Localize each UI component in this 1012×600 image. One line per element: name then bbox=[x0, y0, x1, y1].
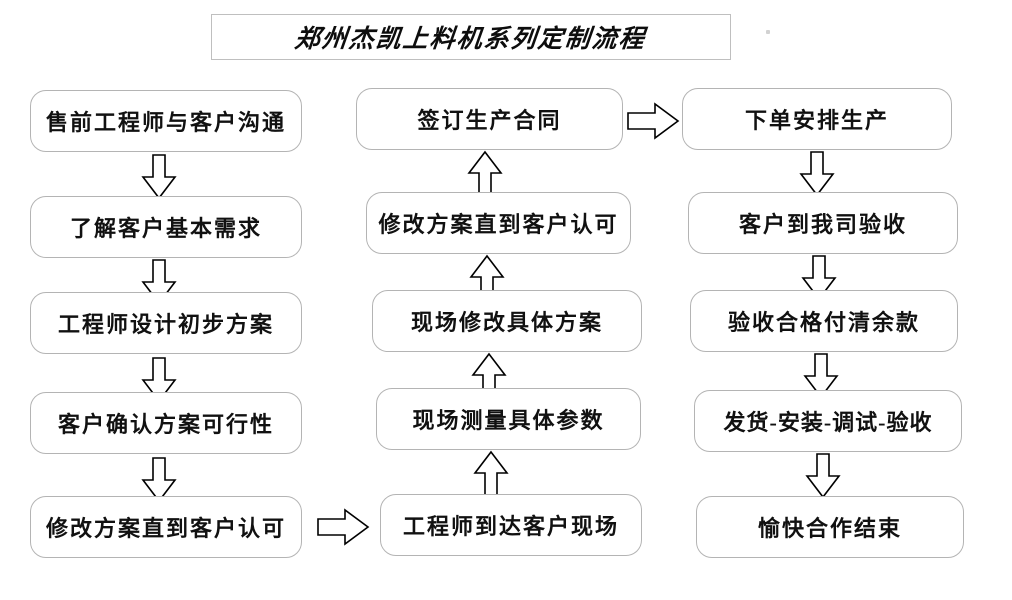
node-label: 现场测量具体参数 bbox=[412, 408, 605, 433]
node-label: 工程师到达客户现场 bbox=[402, 514, 619, 539]
node-label: 验收合格付清余款 bbox=[727, 310, 920, 335]
arrow-col2-to-col3 bbox=[627, 102, 680, 140]
node-label: 签订生产合同 bbox=[417, 108, 562, 133]
arrow-col1-step3-to-step4 bbox=[141, 357, 177, 403]
node-label: 工程师设计初步方案 bbox=[57, 312, 274, 337]
node-col3-step4[interactable]: 发货-安装-调试-验收 bbox=[694, 390, 962, 452]
arrow-col1-step1-to-step2 bbox=[141, 154, 177, 200]
node-col2-step4[interactable]: 现场测量具体参数 bbox=[376, 388, 641, 450]
node-col3-step2[interactable]: 客户到我司验收 bbox=[688, 192, 958, 254]
arrow-col1-step4-to-step5 bbox=[141, 457, 177, 503]
chart-title-box: 郑州杰凯上料机系列定制流程 bbox=[211, 14, 731, 60]
node-label: 现场修改具体方案 bbox=[410, 310, 603, 335]
node-col3-step1[interactable]: 下单安排生产 bbox=[682, 88, 952, 150]
node-col2-step3[interactable]: 现场修改具体方案 bbox=[372, 290, 642, 352]
node-label: 客户确认方案可行性 bbox=[57, 412, 274, 437]
arrow-col2-step5-to-step4 bbox=[473, 450, 509, 496]
node-label: 愉快合作结束 bbox=[757, 516, 902, 541]
node-col3-step5[interactable]: 愉快合作结束 bbox=[696, 496, 964, 558]
node-label: 了解客户基本需求 bbox=[69, 216, 262, 241]
node-label: 售前工程师与客户沟通 bbox=[45, 110, 286, 135]
arrow-col1-to-col2 bbox=[317, 508, 370, 546]
arrow-col3-step4-to-step5 bbox=[805, 453, 841, 499]
stray-speck-artifact bbox=[766, 30, 770, 34]
chart-title: 郑州杰凯上料机系列定制流程 bbox=[293, 26, 648, 53]
arrow-col3-step2-to-step3 bbox=[801, 255, 837, 301]
node-col1-step5[interactable]: 修改方案直到客户认可 bbox=[30, 496, 302, 558]
node-col1-step1[interactable]: 售前工程师与客户沟通 bbox=[30, 90, 302, 152]
arrow-col2-step2-to-step1 bbox=[467, 150, 503, 196]
node-label: 客户到我司验收 bbox=[738, 212, 907, 237]
node-col2-step1[interactable]: 签订生产合同 bbox=[356, 88, 623, 150]
node-col1-step3[interactable]: 工程师设计初步方案 bbox=[30, 292, 302, 354]
arrow-col3-step3-to-step4 bbox=[803, 353, 839, 399]
node-label: 修改方案直到客户认可 bbox=[45, 516, 286, 541]
node-col2-step2[interactable]: 修改方案直到客户认可 bbox=[366, 192, 631, 254]
node-col1-step4[interactable]: 客户确认方案可行性 bbox=[30, 392, 302, 454]
node-col1-step2[interactable]: 了解客户基本需求 bbox=[30, 196, 302, 258]
node-label: 修改方案直到客户认可 bbox=[378, 212, 619, 237]
arrow-col3-step1-to-step2 bbox=[799, 151, 835, 197]
node-col3-step3[interactable]: 验收合格付清余款 bbox=[690, 290, 958, 352]
node-col2-step5[interactable]: 工程师到达客户现场 bbox=[380, 494, 642, 556]
node-label: 下单安排生产 bbox=[744, 108, 889, 133]
node-label: 发货-安装-调试-验收 bbox=[723, 410, 933, 435]
